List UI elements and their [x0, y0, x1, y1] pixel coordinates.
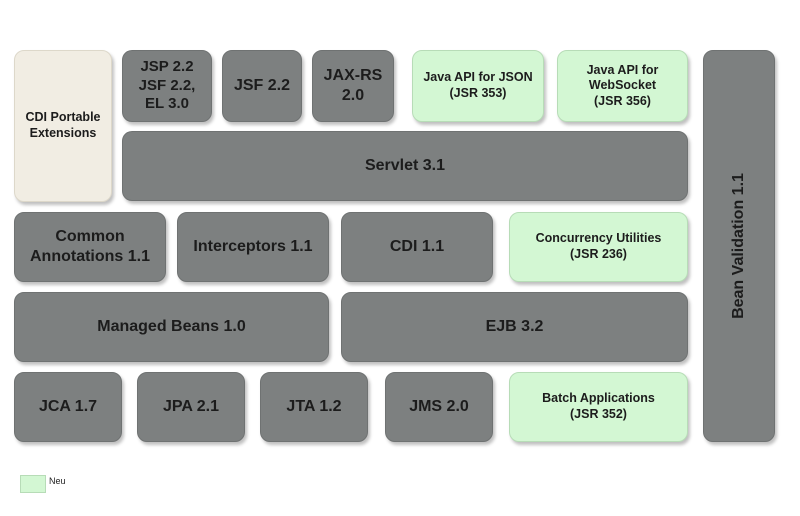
managed-beans-block: Managed Beans 1.0 [14, 292, 329, 362]
jms-block: JMS 2.0 [385, 372, 493, 442]
batch-applications-block: Batch Applications (JSR 352) [509, 372, 688, 442]
jsf-block: JSF 2.2 [222, 50, 302, 122]
ejb-block: EJB 3.2 [341, 292, 688, 362]
cdi-portable-extensions-block: CDI Portable Extensions [14, 50, 112, 202]
bean-validation-label: Bean Validation 1.1 [730, 173, 748, 319]
jca-block: JCA 1.7 [14, 372, 122, 442]
java-api-websocket-block: Java API for WebSocket (JSR 356) [557, 50, 688, 122]
bean-validation-block: Bean Validation 1.1 [703, 50, 775, 442]
jax-rs-block: JAX-RS 2.0 [312, 50, 394, 122]
legend-new-label: Neu [49, 476, 66, 486]
concurrency-utilities-block: Concurrency Utilities (JSR 236) [509, 212, 688, 282]
interceptors-block: Interceptors 1.1 [177, 212, 329, 282]
java-api-json-block: Java API for JSON (JSR 353) [412, 50, 544, 122]
jta-block: JTA 1.2 [260, 372, 368, 442]
legend-new-swatch [20, 475, 46, 493]
jpa-block: JPA 2.1 [137, 372, 245, 442]
servlet-block: Servlet 3.1 [122, 131, 688, 201]
cdi-block: CDI 1.1 [341, 212, 493, 282]
jsp-jsf-el-block: JSP 2.2 JSF 2.2, EL 3.0 [122, 50, 212, 122]
common-annotations-block: Common Annotations 1.1 [14, 212, 166, 282]
